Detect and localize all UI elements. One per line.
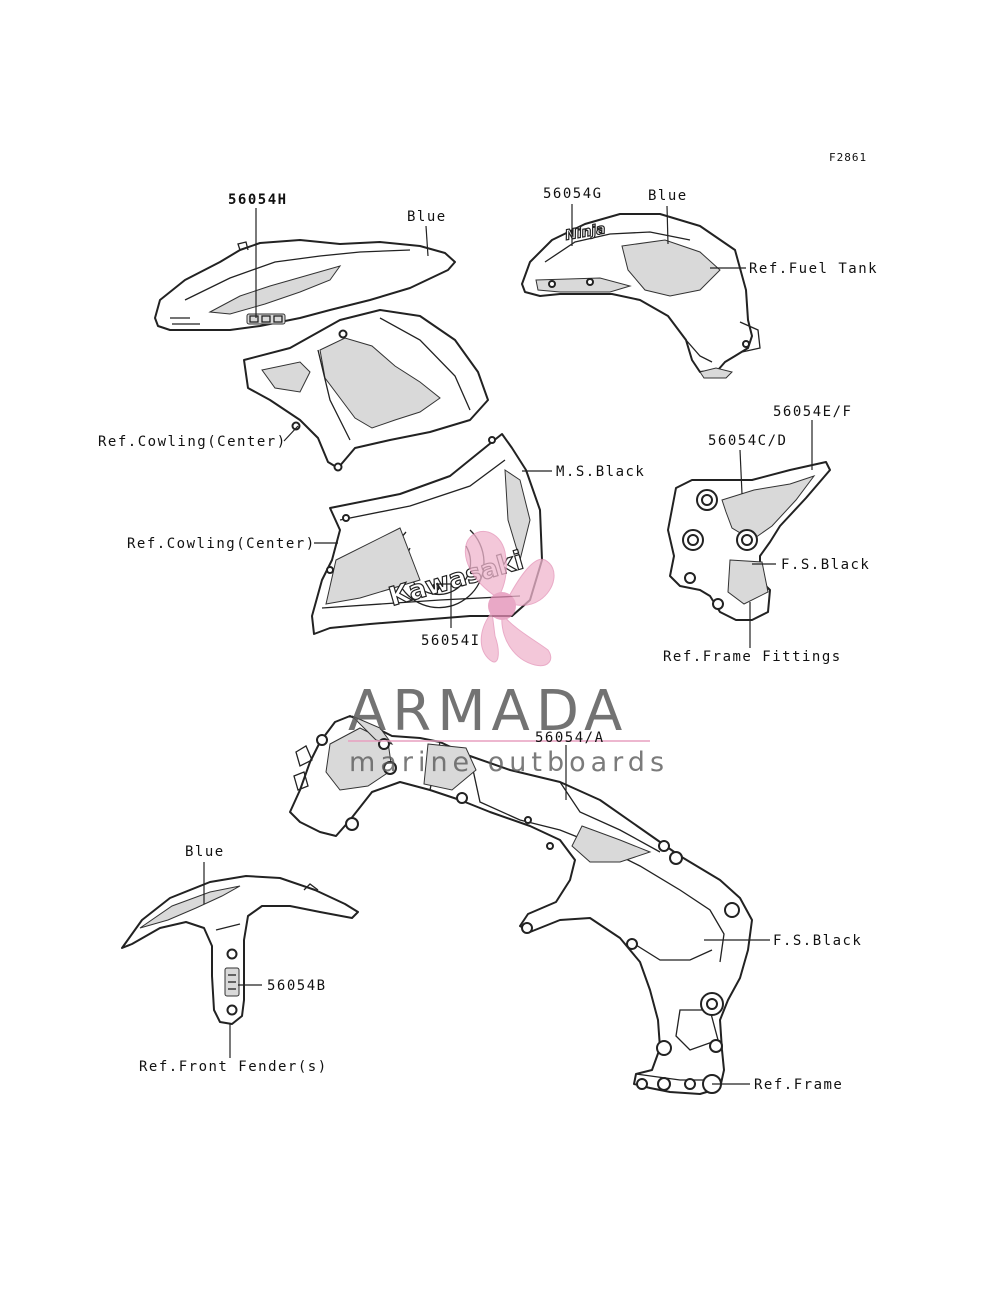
propeller-blade-top [464,530,507,599]
leader-lines [203,204,813,1085]
callout-56054I: 56054I [421,633,481,649]
callout-fs-black-fittings: F.S.Black [781,557,871,573]
propeller-hub [488,592,516,620]
front-fender-part [121,875,359,1025]
callout-ref-frame: Ref.Frame [754,1077,844,1093]
upper-side-cowl-part [243,309,489,472]
callout-ref-cowling-center-1: Ref.Cowling(Center) [98,434,287,450]
callout-56054G: 56054G [543,186,603,202]
watermark-title: ARMADA [348,679,629,744]
callout-56054B: 56054B [267,978,327,994]
figure-code: F2861 [829,151,868,164]
callout-56054CD: 56054C/D [708,433,788,449]
upper-cowl-part [154,239,456,331]
callout-ms-black: M.S.Black [556,464,646,480]
armada-watermark-logo [348,530,650,742]
callout-56054EF: 56054E/F [773,404,853,420]
propeller-blade-bottom [501,612,552,667]
callout-blue-fender: Blue [185,844,225,860]
watermark-subtitle: marine outboards [349,747,670,778]
callout-ref-frame-fittings: Ref.Frame Fittings [663,649,842,665]
callout-ref-front-fenders: Ref.Front Fender(s) [139,1059,328,1075]
callout-blue-cowl: Blue [407,209,447,225]
callout-ref-fuel-tank: Ref.Fuel Tank [749,261,879,277]
main-frame-part [289,715,753,1095]
callout-56054A: 56054/A [535,730,605,746]
callout-fs-black-frame: F.S.Black [773,933,863,949]
frame-fitting-part [667,461,831,621]
fuel-tank-part: Ninja [521,213,761,379]
callout-56054H: 56054H [228,192,288,208]
propeller-blade-left [480,610,499,663]
propeller-blade-right [505,558,555,606]
callout-blue-tank: Blue [648,188,688,204]
callout-ref-cowling-center-2: Ref.Cowling(Center) [127,536,316,552]
